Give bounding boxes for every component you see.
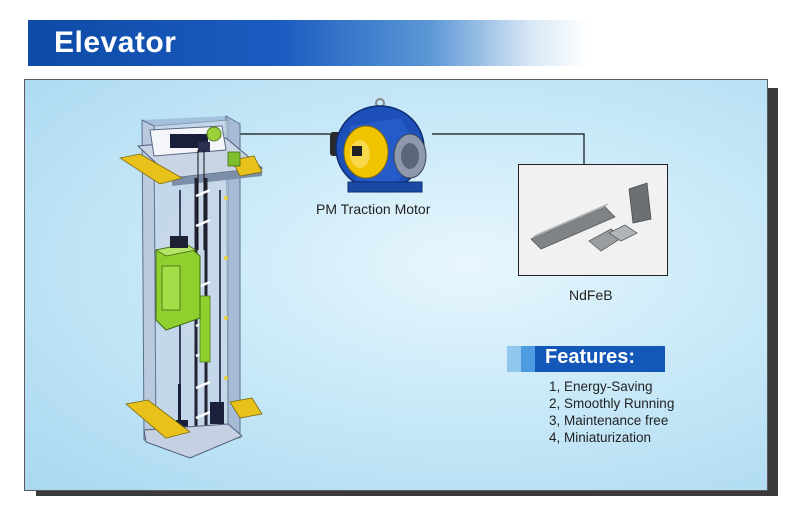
feature-list: 1, Energy-Saving 2, Smoothly Running 3, … — [549, 378, 674, 446]
list-item: 1, Energy-Saving — [549, 379, 653, 394]
motor-label: PM Traction Motor — [316, 201, 431, 217]
ndfeb-magnet-icon — [519, 165, 667, 275]
list-item: 2, Smoothly Running — [549, 396, 675, 411]
title-banner: Elevator — [28, 20, 588, 66]
list-item: 3, Maintenance free — [549, 413, 669, 428]
elevator-shaft-illustration — [118, 115, 264, 459]
magnet-label: NdFeB — [569, 287, 613, 303]
motor-to-magnet-line — [432, 133, 585, 164]
ndfeb-magnet-photo — [518, 164, 668, 276]
list-item: 4, Miniaturization — [549, 430, 652, 445]
traction-motor-illustration — [330, 98, 427, 193]
features-badge: Features: — [507, 346, 665, 372]
page-title: Elevator — [54, 26, 177, 59]
features-title: Features: — [545, 346, 636, 368]
features-badge-shape — [507, 346, 665, 372]
